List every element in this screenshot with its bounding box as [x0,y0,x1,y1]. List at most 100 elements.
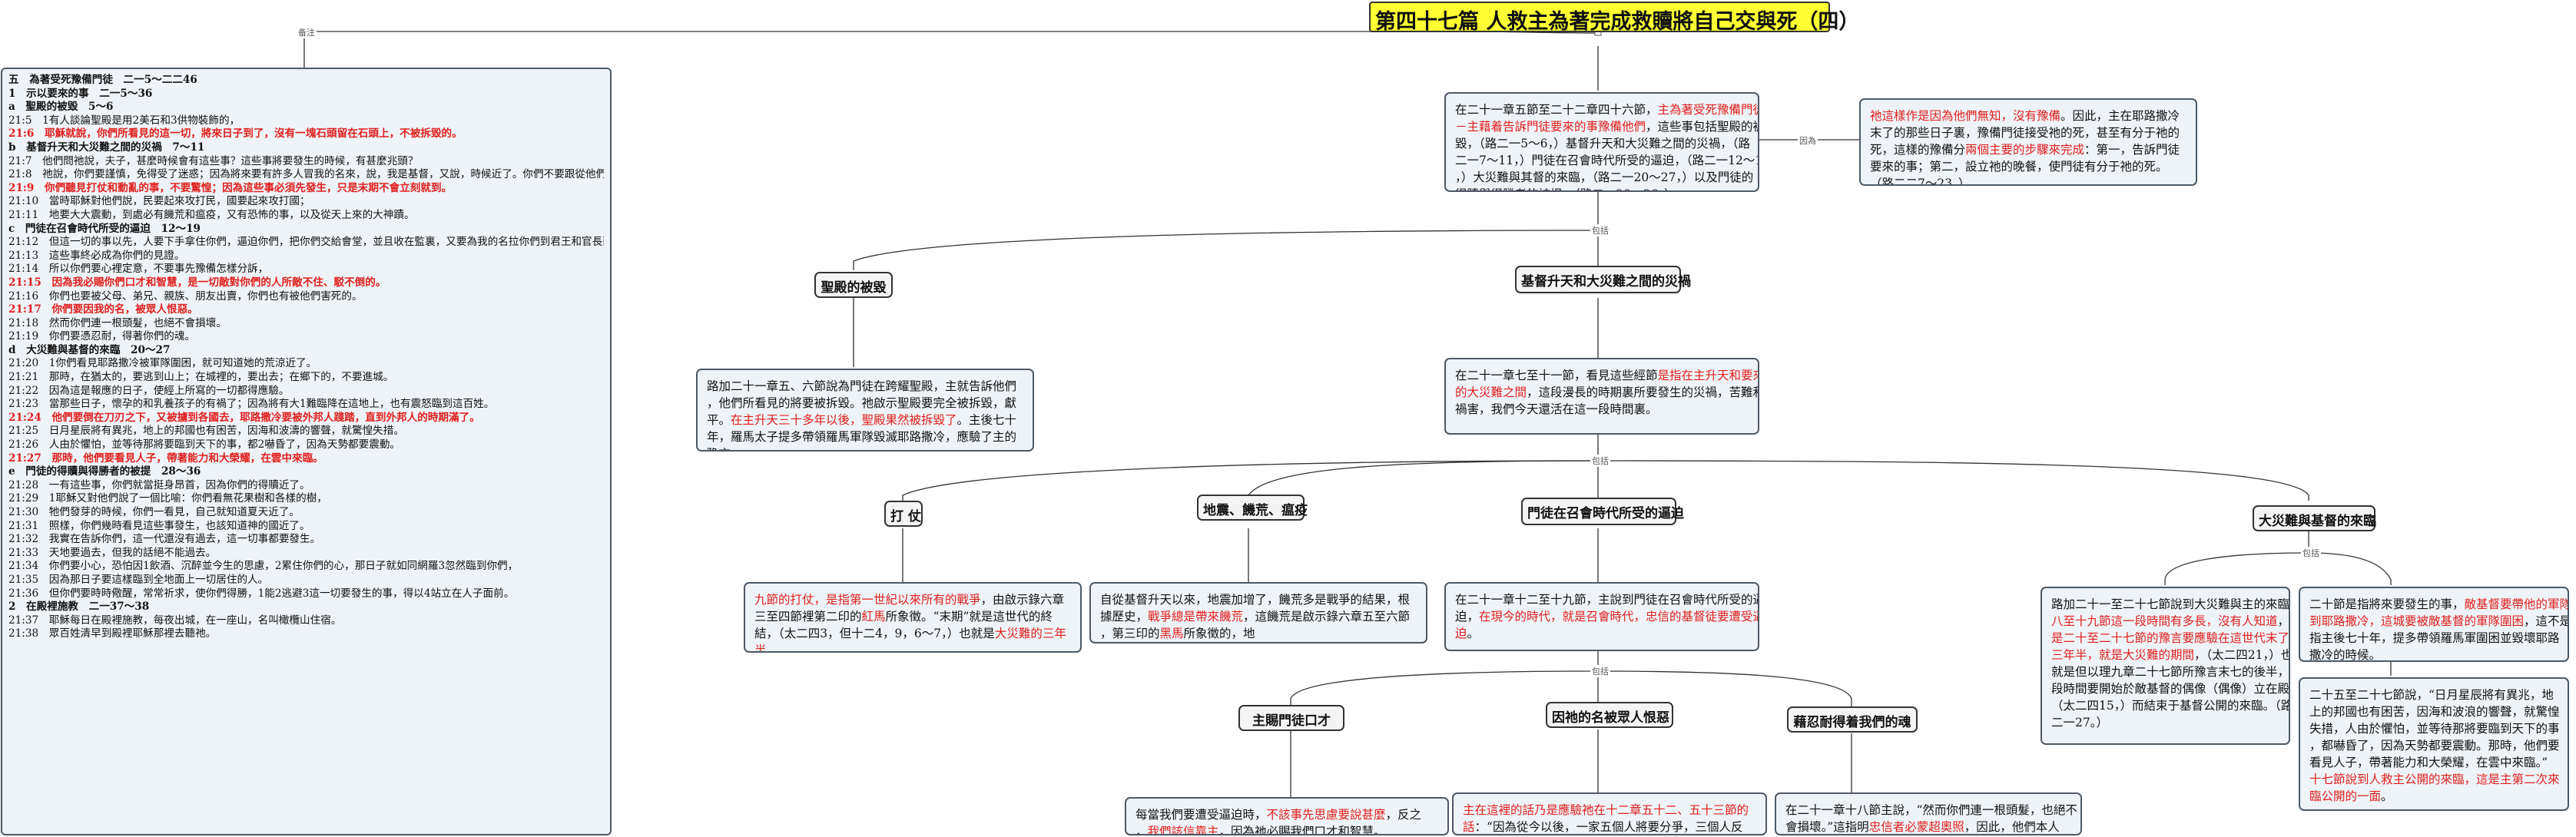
highlighted-text: 不該事先思慮要說甚麼 [1266,808,1386,822]
box-text-line: 平。在主升天三十多年以後，聖殿果然被拆毀了。主後七十 [707,412,1023,428]
text-segment: 迫， [1455,610,1480,624]
text-segment: ，但 [2277,614,2290,628]
topic-hated[interactable]: 因祂的名被眾人恨惡 [1546,702,1673,728]
box-text-line: 毀，（路二一5～6，）基督升天和大災難之間的災禍，（路 [1455,135,1750,152]
text-segment: ：“因為從今以後，一家五個人將要分爭，三個人反 [1474,820,1743,834]
text-segment: ，這些事包括聖殿的被 [1646,120,1759,134]
outline-verse: 21:31 照樣，你們幾時看見這些事發生，也該知道神的國近了。 [8,519,310,532]
outline-verse: 21:27 那時，他們要看見人子，帶著能力和大榮耀，在雲中來臨。 [8,452,323,465]
box-text-line: 結，（太二四3，但十二4，9，6～7，）也就是大災難的三年 [754,625,1071,642]
outline-verse: 21:17 你們要因我的名，被眾人恨惡。 [8,303,198,316]
outline-verse: 21:19 你們要憑忍耐，得著你們的魂。 [8,330,196,343]
highlighted-text: 大災難的三年 [994,627,1066,640]
highlighted-text: 黑馬 [1159,627,1184,640]
text-segment: ，）大災難與其督的來臨，（路二一20～27，）以及門徒的 [1455,170,1754,184]
box-text-line: 二一27。） [2051,714,2279,731]
outline-verse: 21:25 日月星辰將有異兆，地上的邦國也有困苦，因海和波濤的響聲，就驚惶失措。 [8,425,404,438]
highlighted-text: 的大災難之間 [1455,385,1527,399]
text-segment: 所象徵。“末期”就是這世代的終 [885,610,1053,624]
highlighted-text: 我們該信靠主 [1147,825,1219,835]
box-text-line: 二十五至二十七節說，“日月星辰將有異兆，地 [2309,686,2558,703]
text-segment: 。主後七十 [956,413,1017,427]
highlighted-text: 臨公開的一面 [2309,789,2382,803]
text-segment: 二十節是指將來要發生的事， [2309,597,2465,611]
box-text-line: 會損壞。”這指明忠信者必蒙超奧照，因此，他們本人 [1785,819,2071,834]
hated-box[interactable]: 主在這裡的話乃是應驗祂在十二章五十二、五十三節的話：“因為從今以後，一家五個人將… [1452,792,1767,835]
box-text-line: 撒冷的時候。 [2309,647,2558,660]
text-segment: 路加二十一章五、六節說為門徒在跨耀聖殿，主就告訴他們 [707,379,1017,393]
topic-endure[interactable]: 藉忍耐得着我們的魂 [1787,706,1918,733]
outline-verse: 21:9 你們聽見打仗和動亂的事，不要驚惶；因為這些事必須先發生，只是末期不會立… [8,181,453,194]
endure-box[interactable]: 在二十一章十八節主說，“然而你們連一根頭髮，也絕不會損壞。”這指明忠信者必蒙超奧… [1775,792,2082,835]
box-text-line: 二一7～11，）門徒在召會時代所受的逼迫，（路二一12～19 [1455,152,1758,169]
box-text-line: 的大災難之間，這段漫長的時期裏所要發生的災禍，苦難和 [1455,384,1758,401]
box-text-line: 祂這樣作是因為他們無知，沒有豫備。因此，主在耶路撒冷 [1870,108,2186,124]
text-segment: 二一7～11，）門徒在召會時代所受的逼迫，（路二一12～19 [1455,154,1759,167]
betray-box[interactable]: 每當我們要遭受逼迫時，不該事先思慮要說甚麼，反之，我們該信靠主，因為祂必賜我們口… [1125,797,1449,835]
because-label: 因為 [1798,134,1818,147]
outline-verse: 21:20 1你們看見耶路撒冷被軍隊圍困，就可知道她的荒涼近了。 [8,357,317,370]
text-segment: 要來的事；第二，設立祂的晚餐，使門徒有分于祂的死。 [1870,160,2168,174]
box-text-line: 上的邦國也有困苦，因海和波浪的響聲，就驚惶 [2309,703,2560,720]
war-box[interactable]: 九節的打仗，是指第一世紀以來所有的戰爭，由啟示錄六章三至四節裡第二印的紅馬所象徵… [744,582,1082,653]
box-text-line: 二十節是指將來要發生的事，敵基督要帶他的軍隊 [2309,596,2568,613]
box-text-line: 豫言。 [707,445,1023,450]
text-segment: 在二十一章七至十一節，看見這些經節 [1455,369,1658,382]
text-segment: 死，這樣的豫備分 [1870,143,1966,157]
outline-verse: 21:38 眾百姓清早到殿裡耶穌那裡去聽祂。 [8,627,217,640]
box-text-line: 要來的事；第二，設立祂的晚餐，使門徒有分于祂的死。 [1870,158,2186,175]
quake-box[interactable]: 自從基督升天以來，地震加增了，饑荒多是戰爭的結果，根據歷史，戰爭總是帶來饑荒，這… [1089,582,1427,643]
topic-coming[interactable]: 大災難與基督的來臨 [2253,505,2376,531]
temple-box[interactable]: 路加二十一章五、六節說為門徒在跨耀聖殿，主就告訴他們 ，他們所看見的將要被拆毀。祂… [696,369,1034,452]
topic-persecution[interactable]: 門徒在召會時代所受的逼迫 [1521,498,1684,525]
box-text-line: 指主後七十年，提多帶領羅馬軍圍困並毀壞耶路 [2309,630,2560,647]
outline-verse: 21:34 你們要小心，恐怕因1飲酒、沉醉並今生的思慮，2累住你們的心，那日子就… [8,560,519,573]
because-box[interactable]: 祂這樣作是因為他們無知，沒有豫備。因此，主在耶路撒冷末了的那些日子裏，豫備門徒接… [1859,98,2197,186]
box-text-line: 迫。 [1455,625,1749,642]
text-segment: ，他們所看見的將要被拆毀。祂啟示聖殿要完全被拆毀，獻 [707,396,1017,410]
coming-box-1[interactable]: 路加二十一至二十七節說到大災難與主的來臨。八至十九節這一段時間有多長，沒有人知道… [2041,587,2290,745]
outline-verse: 21:6 耶穌就說，你們所看見的這一切，將來日子到了，沒有一塊石頭留在石頭上，不… [8,127,462,141]
outline-heading: e 門徒的得贖與得勝者的被提 28～36 [8,465,201,478]
outline-heading: 五 為著受死豫備門徒 二一5～二二46 [8,74,197,86]
text-segment: 就是但以理九章二十七節所豫言末七的後半，這 [2051,665,2290,679]
text-segment: 結，（太二四3，但十二4，9，6～7，）也就是 [754,627,995,640]
topic-between[interactable]: 基督升天和大災難之間的災禍 [1515,266,1691,293]
topic-temple[interactable]: 聖殿的被毀 [814,272,893,298]
topic-war[interactable]: 打 仗 [884,501,923,527]
highlighted-text: 是指在主升天和要來 [1657,369,1759,382]
between-box[interactable]: 在二十一章七至十一節，看見這些經節是指在主升天和要來的大災難之間，這段漫長的時期… [1444,358,1759,435]
text-segment: 三至四節裡第二印的 [754,610,862,624]
outline-verse: 21:18 然而你們連一根頭髮，也絕不會損壞。 [8,316,227,329]
coming-box-3[interactable]: 二十五至二十七節說，“日月星辰將有異兆，地上的邦國也有困苦，因海和波浪的響聲，就… [2299,677,2569,811]
box-text-line: 路加二十一至二十七節說到大災難與主的來臨。 [2051,596,2289,613]
box-text-line: 臨公開的一面。 [2309,788,2558,805]
highlighted-text: 半 [754,643,767,653]
text-segment: （路二二7～23。） [1870,177,1971,186]
persecution-box[interactable]: 在二十一章十二至十九節，主說到門徒在召會時代所受的逼迫，在現今的時代，就是召會時… [1444,582,1759,651]
text-segment: 得贖與得勝者的被提。（路二一28～36。） [1455,187,1676,190]
outline-verse: 21:23 當那些日子，懷孕的和乳養孩子的有禍了；因為將有大1難臨降在這地上，也… [8,398,495,411]
topic-betray[interactable]: 主賜門徒口才 [1238,705,1344,731]
highlighted-text: 戰爭總是帶來饑荒 [1148,610,1244,624]
box-text-line: 在二十一章十八節主說，“然而你們連一根頭髮，也絕不 [1785,802,2077,819]
outline-heading: d 大災難與基督的來臨 20～27 [8,343,171,356]
box-text-line: 得贖與得勝者的被提。（路二一28～36。） [1455,186,1749,190]
topic-quake[interactable]: 地震、饑荒、瘟疫 [1197,495,1308,521]
highlighted-text: 三年半，就是大災難的期間 [2051,648,2195,662]
box-text-line: 死，這樣的豫備分兩個主要的步驟來完成：第一，告訴門徒 [1870,141,2186,158]
text-segment: 末了的那些日子裏，豫備門徒接受祂的死，甚至有分于祂的 [1870,126,2180,140]
outline-verse: 21:35 因為那日子要這樣臨到全地面上一切居住的人。 [8,573,269,586]
page-title[interactable]: 第四十七篇 人救主為著完成救贖將自己交與死（四） [1369,2,1859,34]
includes-label: 包括 [1590,665,1610,677]
root-summary-box[interactable]: 在二十一章五節至二十二章四十六節，主為著受死豫備門徒－主藉着告訴門徒要來的事豫備… [1444,92,1759,192]
text-segment: 。 [766,643,779,653]
text-segment: ，這不是 [2524,614,2569,628]
box-text-line: 十七節說到人救主公開的來臨，這是主第二次來 [2309,771,2560,788]
text-segment: 上的邦國也有困苦，因海和波浪的響聲，就驚惶 [2309,705,2560,719]
coming-box-2[interactable]: 二十節是指將來要發生的事，敵基督要帶他的軍隊到耶路撒冷，這城要被敵基督的軍隊圍困… [2299,587,2569,662]
highlighted-text: 八至十九節這一段時間有多長，沒有人知道 [2051,614,2278,628]
text-segment: 會損壞。”這指明 [1785,820,1869,834]
outline-verse: 21:28 一有這些事，你們就當挺身昂首，因為你們的得贖近了。 [8,478,310,491]
